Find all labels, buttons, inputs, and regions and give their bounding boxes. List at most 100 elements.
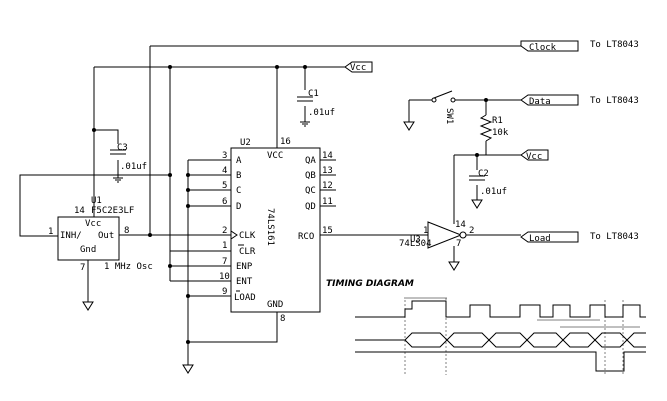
pin-number: 9 (222, 287, 227, 297)
connector-label: Load (529, 234, 551, 244)
junction-dot (186, 173, 190, 177)
pin-number: 12 (322, 181, 333, 191)
pin-label: B (236, 171, 241, 181)
pin-number: 4 (222, 166, 227, 176)
pin-number: 8 (280, 314, 285, 324)
connector-vcc-mid: Vcc (520, 149, 549, 162)
junction-dot (92, 128, 96, 132)
switch-sw1: SW1 (431, 90, 456, 124)
clock-edge-icon (230, 230, 238, 240)
pin-number: 13 (322, 166, 333, 176)
pin-label: QB (305, 171, 316, 181)
pin-number: 7 (80, 263, 85, 273)
pin-number: 2 (222, 226, 227, 236)
junction-dot (275, 65, 279, 69)
capacitor-c3: C3 .01uf (110, 143, 147, 172)
pin-label: Gnd (80, 245, 96, 255)
pin-label: VCC (267, 151, 283, 161)
component-part: 74LS161 (265, 208, 275, 246)
pin-number: 1 (222, 241, 227, 251)
component-ref: U1 (91, 196, 102, 206)
pin-number: 15 (322, 226, 333, 236)
pin-label: GND (267, 300, 283, 310)
junction-dot (148, 233, 152, 237)
pin-label: QD (305, 202, 316, 212)
connector-clock: Clock To LT8043 (520, 40, 639, 53)
wires (19, 45, 521, 374)
timing-trace-load (355, 351, 646, 372)
junction-dot (186, 204, 190, 208)
connector-load: Load To LT8043 (520, 231, 639, 244)
pin-label: ENP (236, 262, 253, 272)
junction-dot (475, 153, 479, 157)
timing-diagram-title: TIMING DIAGRAM (326, 279, 414, 289)
oscillator-u1: U1 F5C2E3LF 14 Vcc INH/ Out Gnd 1 8 7 1 … (48, 196, 153, 273)
junction-dot (186, 340, 190, 344)
inverter-u3: U3 74LS04 1 2 14 7 (399, 220, 474, 249)
timing-trace-clock (355, 300, 646, 318)
counter-u2: U2 16 VCC GND 8 74LS161 3 A 4 B 5 C 6 D … (219, 137, 336, 324)
component-value: .01uf (308, 108, 335, 118)
capacitor-c1: C1 .01uf (297, 89, 335, 118)
pin-label: A (236, 156, 242, 166)
component-ref: U3 (410, 235, 421, 245)
pin-label: ENT (236, 277, 253, 287)
component-part: 74LS04 (399, 239, 432, 249)
connector-label: Clock (529, 43, 557, 53)
pin-label: Vcc (85, 219, 101, 229)
destination-label: To LT8043 (590, 40, 639, 50)
junction-dot (168, 264, 172, 268)
pin-number: 5 (222, 181, 227, 191)
component-ref: SW1 (444, 108, 454, 124)
pin-label: D (236, 202, 241, 212)
connector-data: Data To LT8043 (520, 94, 639, 107)
pin-number: 1 (423, 226, 428, 236)
timing-trace-data (355, 332, 646, 348)
pin-number: 8 (124, 226, 129, 236)
pin-label: C (236, 186, 241, 196)
component-part: F5C2E3LF (91, 206, 134, 216)
pin-label: QA (305, 156, 316, 166)
component-ref: C2 (478, 169, 489, 179)
pin-number: 6 (222, 197, 227, 207)
destination-label: To LT8043 (590, 96, 639, 106)
resistor-r1: R1 10k (479, 114, 509, 142)
pin-label: QC (305, 186, 316, 196)
connector-label: Vcc (350, 63, 366, 73)
timing-diagram: TIMING DIAGRAM (326, 279, 646, 375)
pin-number: 2 (469, 226, 474, 236)
pin-number: 10 (219, 272, 230, 282)
pin-number: 1 (48, 227, 53, 237)
connector-label: Data (529, 97, 551, 107)
pin-number: 3 (222, 151, 227, 161)
junctions (92, 65, 488, 344)
component-description: 1 MHz Osc (104, 262, 153, 272)
connector-label: Vcc (526, 152, 542, 162)
connector-vcc-top: Vcc (344, 61, 373, 73)
pin-number: 14 (74, 206, 85, 216)
pin-number: 7 (222, 257, 227, 267)
pin-label: LOAD (234, 293, 256, 303)
pin-label: INH/ (60, 231, 82, 241)
pin-number: 16 (280, 137, 291, 147)
pin-number: 11 (322, 197, 333, 207)
junction-dot (303, 65, 307, 69)
junction-dot (186, 188, 190, 192)
component-value: .01uf (480, 187, 507, 197)
pin-number: 14 (322, 151, 333, 161)
junction-dot (484, 98, 488, 102)
pin-label: RCO (298, 232, 314, 242)
component-ref: C3 (117, 143, 128, 153)
component-value: 10k (492, 128, 509, 138)
pin-number: 14 (455, 220, 466, 230)
component-ref: C1 (308, 89, 319, 99)
component-value: .01uf (120, 162, 147, 172)
pin-number: 7 (456, 239, 461, 249)
junction-dot (168, 65, 172, 69)
pin-label: Out (98, 231, 114, 241)
capacitor-c2: C2 .01uf (469, 169, 507, 197)
component-ref: U2 (240, 138, 251, 148)
junction-dot (168, 173, 172, 177)
component-ref: R1 (492, 116, 503, 126)
